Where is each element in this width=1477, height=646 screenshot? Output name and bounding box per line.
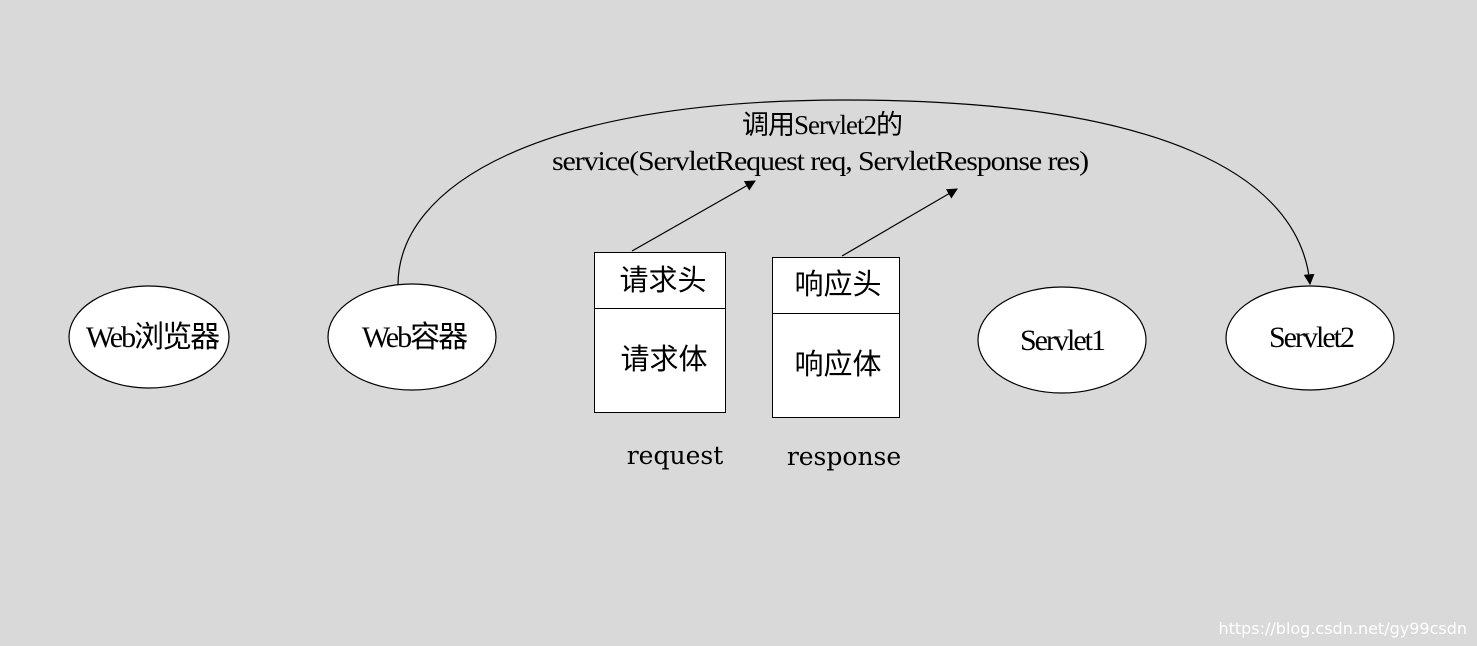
call-label-line2: service(ServletRequest req, ServletRespo…: [552, 146, 1088, 176]
node-servlet1: Servlet1: [977, 286, 1147, 394]
call-arc: [397, 99, 1315, 286]
request-header-label: 请求头: [619, 264, 706, 297]
node-web-container-label: Web容器: [362, 321, 468, 354]
request-body-label: 请求体: [620, 343, 707, 376]
response-box: 响应头 响应体: [772, 257, 900, 418]
node-servlet2: Servlet2: [1225, 285, 1395, 391]
response-body-label: 响应体: [794, 348, 881, 381]
request-arrow: [631, 180, 756, 252]
node-servlet2-label: Servlet2: [1269, 321, 1354, 354]
node-web-container: Web容器: [327, 283, 497, 391]
call-label-line1: 调用Servlet2的: [742, 110, 902, 140]
response-caption: response: [787, 442, 901, 471]
request-box: 请求头 请求体: [594, 252, 726, 413]
node-servlet1-label: Servlet1: [1020, 324, 1105, 357]
watermark: https://blog.csdn.net/gy99csdn: [1218, 619, 1467, 638]
request-caption: request: [627, 441, 724, 470]
node-web-browser-label: Web浏览器: [86, 321, 220, 354]
response-arrow: [841, 188, 958, 257]
node-web-browser: Web浏览器: [68, 285, 230, 389]
response-header-label: 响应头: [794, 268, 881, 301]
